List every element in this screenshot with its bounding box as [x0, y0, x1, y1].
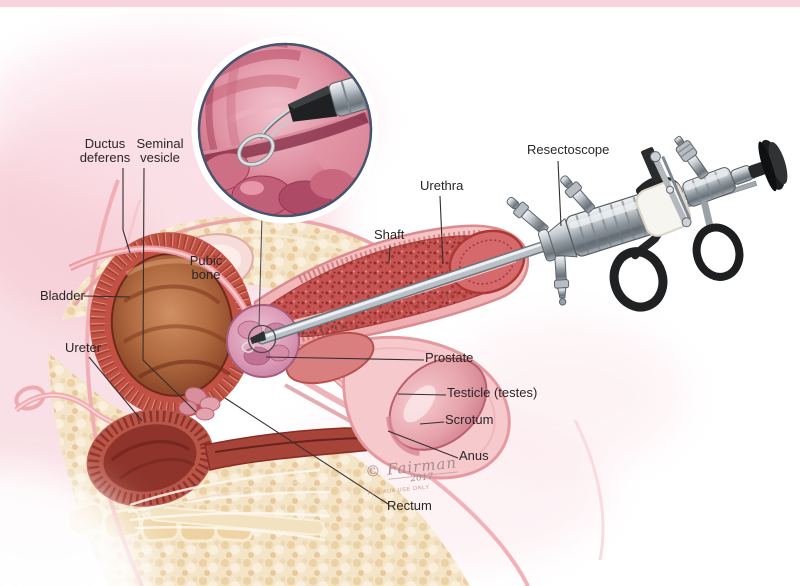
magnifier-target-circle [247, 214, 277, 354]
label-bladder: Bladder [40, 288, 85, 303]
leader-lines [83, 160, 562, 505]
thumb-ring [609, 247, 668, 312]
scope-tip [287, 69, 370, 122]
inset-magnifier [191, 36, 379, 224]
seminal-vesicle [178, 387, 221, 421]
label-anus: Anus [459, 448, 489, 463]
fascia-fibers [127, 468, 331, 542]
corner-fade [0, 466, 150, 586]
top-border-band [0, 0, 800, 7]
label-resectoscope: Resectoscope [527, 142, 610, 157]
resectoscope-device [506, 135, 788, 312]
label-prostate: Prostate [425, 350, 474, 365]
label-testicle: Testicle (testes) [447, 385, 538, 400]
copyright-symbol: © [364, 461, 383, 482]
label-scrotum: Scrotum [445, 412, 494, 427]
finger-ring [692, 223, 744, 281]
label-ductus-deferens: Ductus deferens [79, 136, 131, 166]
testicle [386, 357, 488, 456]
label-seminal-vesicle: Seminal vesicle [136, 136, 184, 166]
label-urethra: Urethra [420, 178, 464, 193]
label-shaft: Shaft [374, 227, 405, 242]
label-pubic-bone: Pubic bone [189, 253, 223, 283]
wire-loop-electrode [236, 108, 295, 167]
label-ureter: Ureter [65, 340, 102, 355]
ceramic-block [635, 180, 692, 237]
resectoscope-shaft [241, 239, 554, 353]
label-rectum: Rectum [387, 498, 432, 513]
